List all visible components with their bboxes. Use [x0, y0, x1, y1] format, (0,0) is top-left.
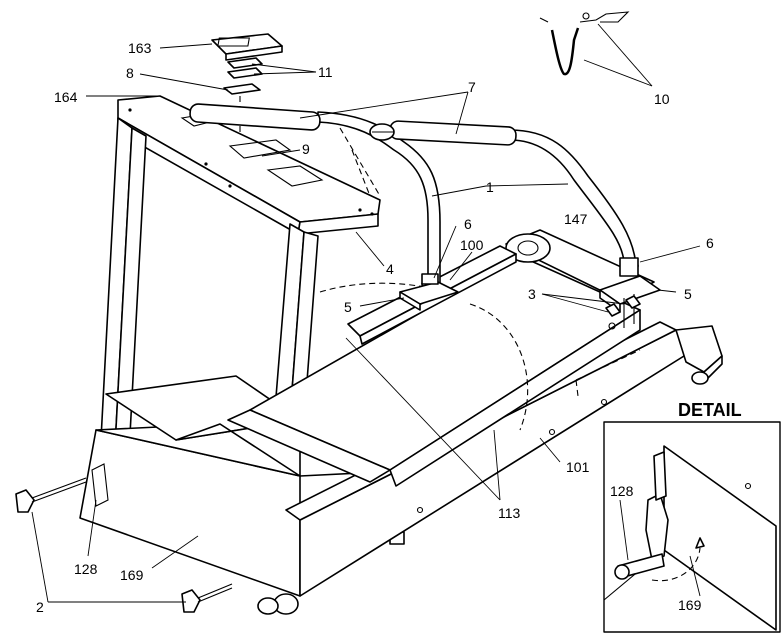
callout-7: 7 [468, 79, 476, 95]
detail-inset: DETAIL [603, 400, 781, 633]
upright-frame [99, 95, 381, 581]
detail-title: DETAIL [678, 400, 742, 420]
leader-lines [31, 23, 701, 603]
callout-1: 1 [486, 179, 494, 195]
right-bracket [599, 257, 661, 330]
callout-5-left: 5 [344, 299, 352, 315]
callout-labels: 163 8 11 164 7 9 10 1 147 6 6 100 4 5 5 … [36, 40, 714, 615]
running-belt [227, 255, 641, 487]
callout-128: 128 [74, 561, 98, 577]
callout-169-detail: 169 [678, 597, 702, 613]
callout-128-detail: 128 [610, 483, 634, 499]
callout-10: 10 [654, 91, 670, 107]
callout-6-left: 6 [464, 216, 472, 232]
callout-147: 147 [564, 211, 588, 227]
callout-11: 11 [318, 64, 333, 80]
callout-4: 4 [386, 261, 394, 277]
callout-5-right: 5 [684, 286, 692, 302]
callout-2: 2 [36, 599, 44, 615]
callout-100: 100 [460, 237, 484, 253]
rear-roller [505, 229, 655, 301]
callout-101: 101 [566, 459, 590, 475]
callout-163: 163 [128, 40, 152, 56]
locking-knob-left [15, 477, 87, 513]
callout-9: 9 [302, 141, 310, 157]
callout-169: 169 [120, 567, 144, 583]
callout-3: 3 [528, 286, 536, 302]
console-assembly [211, 33, 283, 150]
locking-knob-right [181, 583, 233, 613]
callout-8: 8 [126, 65, 134, 81]
callout-6-right: 6 [706, 235, 714, 251]
wire-harness [539, 11, 630, 76]
callout-164: 164 [54, 89, 78, 105]
left-bracket [399, 273, 459, 311]
callout-113: 113 [498, 505, 521, 521]
